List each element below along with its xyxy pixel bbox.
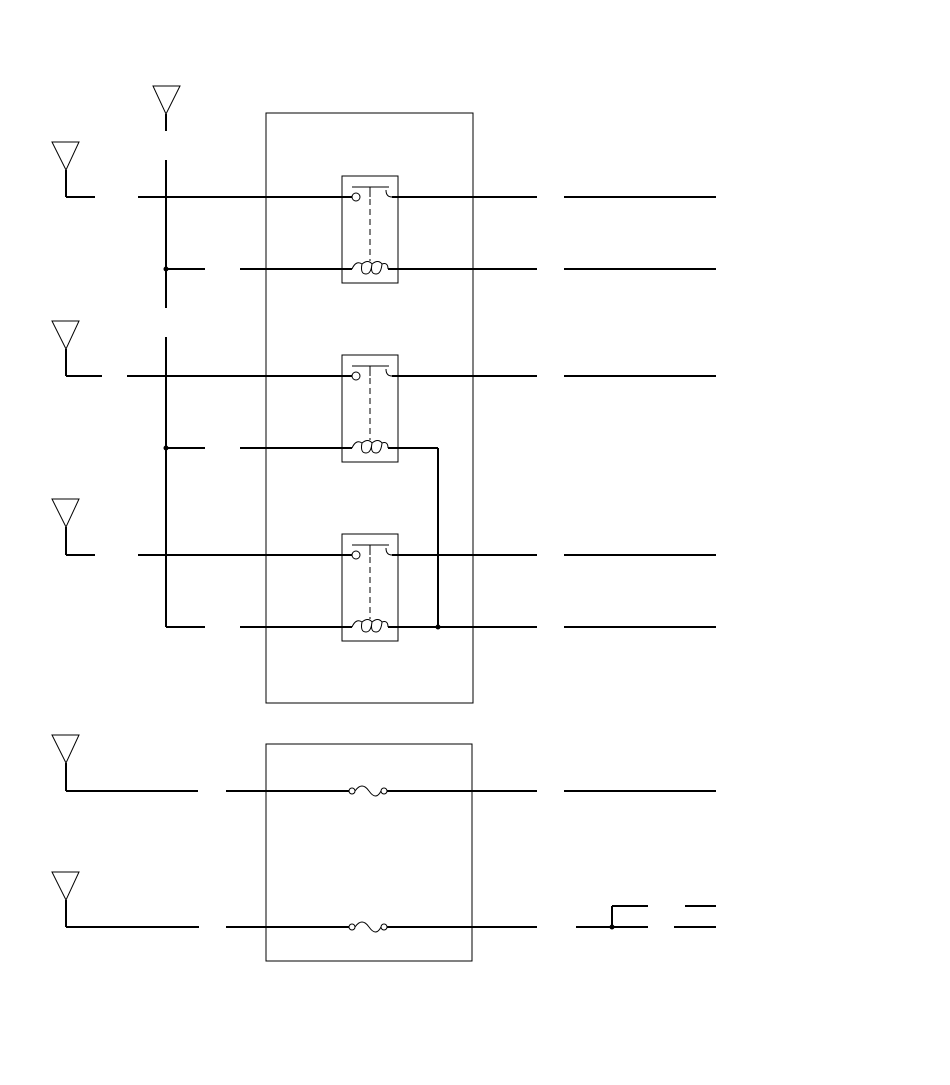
fuse-2 <box>266 921 472 933</box>
relay-1 <box>266 175 473 284</box>
splice-dot-icon <box>163 445 169 451</box>
relay-coil-icon <box>351 440 389 449</box>
fuse-module-box <box>265 743 473 962</box>
relay-2 <box>266 354 473 627</box>
fuse-icon <box>348 787 356 795</box>
relay-module-box <box>265 112 474 704</box>
relay-coil-icon <box>351 261 389 270</box>
ground-symbol-icon <box>51 498 95 556</box>
relay-3 <box>266 533 473 642</box>
relay-contact-icon <box>351 371 361 381</box>
ground-symbol-icon <box>51 734 198 792</box>
fuse-icon <box>348 923 356 931</box>
splice-dot-icon <box>609 924 615 930</box>
relay-contact-icon <box>351 550 361 560</box>
ground-symbol-icon <box>152 85 181 131</box>
splice-dot-icon <box>163 266 169 272</box>
splice-dot-icon <box>435 624 441 630</box>
relay-coil-icon <box>351 619 389 628</box>
relay-contact-icon <box>351 192 361 202</box>
ground-symbol-icon <box>51 141 95 198</box>
ground-symbol-icon <box>51 320 102 377</box>
fuse-1 <box>266 785 472 797</box>
ground-symbol-icon <box>51 871 199 928</box>
